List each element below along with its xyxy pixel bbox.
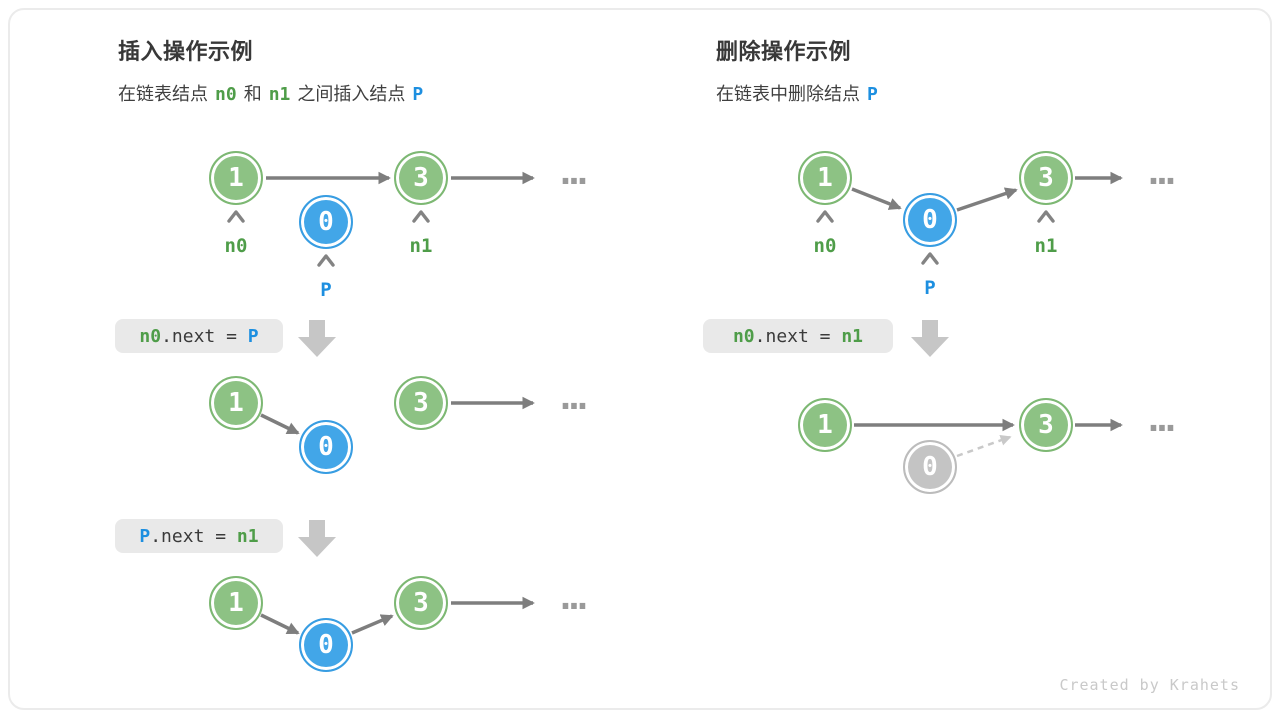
code-box-delete-step1: n0.next = n1	[703, 319, 893, 353]
node-circle: 0	[299, 195, 353, 249]
token-n1: n1	[268, 84, 291, 105]
node-circle: 3	[1019, 151, 1073, 205]
delete-panel-title: 删除操作示例	[716, 39, 852, 64]
insert-panel-subtitle: 在链表结点 n0 和 n1 之间插入结点 P	[118, 80, 423, 106]
pointer-label-p: P	[924, 277, 936, 299]
card-border	[8, 8, 1272, 710]
node-circle: 0	[299, 420, 353, 474]
token-p: P	[867, 84, 878, 105]
node-circle: 1	[209, 151, 263, 205]
node-circle: 1	[209, 376, 263, 430]
code-lhs: P	[139, 525, 151, 547]
token-p: P	[412, 84, 424, 105]
code-mid: .next =	[150, 525, 237, 547]
node-circle: 1	[798, 151, 852, 205]
code-mid: .next =	[754, 325, 842, 347]
code-rhs: P	[247, 325, 259, 347]
code-rhs: n1	[841, 325, 864, 347]
node-circle: 3	[394, 576, 448, 630]
insert-panel-title: 插入操作示例	[118, 39, 254, 64]
token-n0: n0	[215, 84, 237, 105]
subtitle-text: 在链表结点	[118, 84, 208, 104]
node-circle: 3	[394, 151, 448, 205]
code-rhs: n1	[236, 525, 259, 547]
credit-text: Created by Krahets	[1059, 676, 1240, 694]
code-lhs: n0	[139, 325, 162, 347]
node-circle: 1	[209, 576, 263, 630]
node-circle: 0	[299, 618, 353, 672]
node-circle-removed: 0	[903, 440, 957, 494]
subtitle-text: 之间插入结点	[297, 84, 406, 104]
code-box-insert-step2: P.next = n1	[115, 519, 283, 553]
node-circle: 3	[394, 376, 448, 430]
pointer-label-n1: n1	[409, 235, 433, 257]
subtitle-text: 在链表中删除结点	[716, 84, 860, 104]
code-mid: .next =	[161, 325, 248, 347]
pointer-label-n1: n1	[1034, 235, 1058, 257]
code-box-insert-step1: n0.next = P	[115, 319, 283, 353]
code-lhs: n0	[732, 325, 755, 347]
pointer-label-p: P	[320, 279, 332, 301]
subtitle-text: 和	[243, 84, 262, 104]
pointer-label-n0: n0	[813, 235, 837, 257]
node-circle: 0	[903, 193, 957, 247]
node-circle: 1	[798, 398, 852, 452]
pointer-label-n0: n0	[224, 235, 248, 257]
node-circle: 3	[1019, 398, 1073, 452]
delete-panel-subtitle: 在链表中删除结点 P	[716, 80, 878, 106]
